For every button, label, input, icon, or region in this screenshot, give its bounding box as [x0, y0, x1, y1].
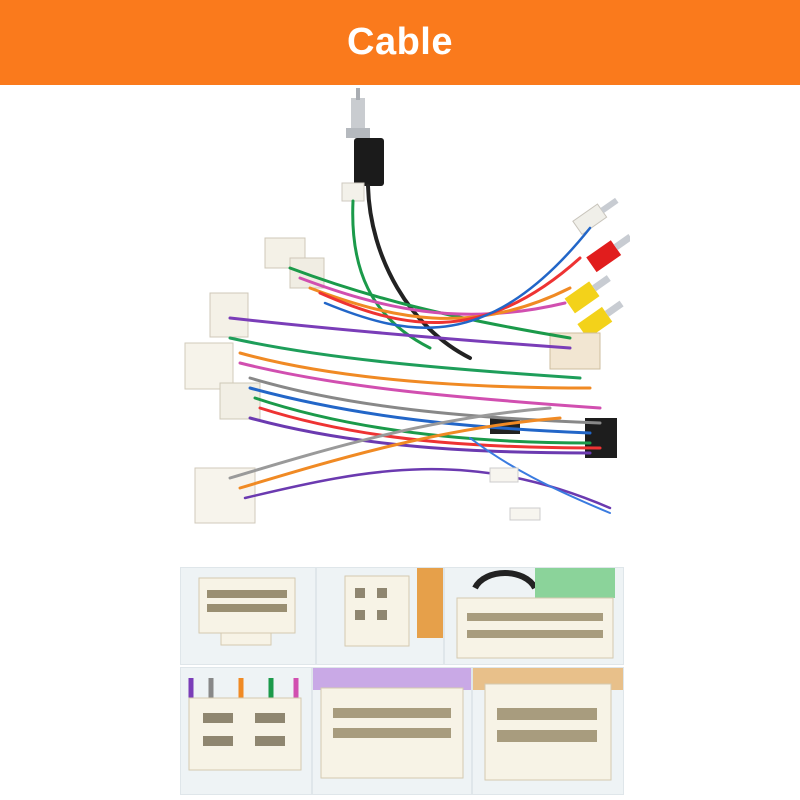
banner-title: Cable [347, 21, 453, 63]
connector-thumbnail [316, 567, 444, 665]
connector-thumbnail [180, 667, 312, 795]
cable-harness-illustration [184, 88, 633, 524]
connector-thumbnail [444, 567, 624, 665]
connector-thumbnail-grid [180, 567, 624, 795]
connector-thumbnail [180, 567, 316, 665]
left-connectors [184, 237, 325, 524]
antenna-plug [346, 88, 384, 186]
connector-thumbnail [472, 667, 624, 795]
rca-plugs [549, 197, 633, 370]
cable-harness-photo [170, 88, 633, 533]
title-banner: Cable [0, 0, 800, 85]
wire-bundle [228, 184, 612, 514]
connector-thumbnail [312, 667, 472, 795]
